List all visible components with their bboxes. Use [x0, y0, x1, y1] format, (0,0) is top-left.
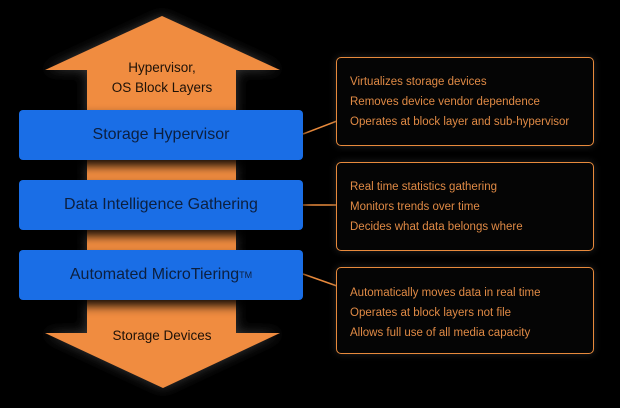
- callout-item: Real time statistics gathering: [350, 180, 498, 193]
- callout-storage-hypervisor: Virtualizes storage devices Removes devi…: [336, 57, 594, 146]
- callout-data-intelligence: Real time statistics gathering Monitors …: [336, 162, 594, 251]
- arrow-top-label-line1: Hypervisor,: [128, 60, 196, 75]
- arrow-bottom-label: Storage Devices: [112, 328, 212, 343]
- callout-microtiering: Automatically moves data in real time Op…: [336, 267, 594, 354]
- connector-line-3: [302, 273, 338, 287]
- callout-item: Decides what data belongs where: [350, 220, 523, 233]
- layer-label: Automated MicroTiering: [69, 266, 240, 283]
- trademark-symbol: TM: [239, 270, 253, 280]
- layer-label: Data Intelligence Gathering: [64, 196, 258, 213]
- connector-line-1: [302, 120, 338, 135]
- arrow-top-label-line2: OS Block Layers: [111, 80, 213, 95]
- layer-storage-hypervisor: Storage Hypervisor: [19, 110, 303, 160]
- callout-item: Allows full use of all media capacity: [350, 326, 531, 339]
- callout-item: Operates at block layers not file: [350, 306, 512, 319]
- layer-label: Storage Hypervisor: [92, 126, 230, 143]
- callout-item: Monitors trends over time: [350, 200, 480, 213]
- callout-item: Virtualizes storage devices: [350, 75, 487, 88]
- callout-item: Operates at block layer and sub-hypervis…: [350, 115, 570, 128]
- layer-data-intelligence-gathering: Data Intelligence Gathering: [19, 180, 303, 230]
- arrow-top-label: Hypervisor, OS Block Layers: [87, 58, 237, 98]
- callout-item: Automatically moves data in real time: [350, 286, 541, 299]
- callout-item: Removes device vendor dependence: [350, 95, 540, 108]
